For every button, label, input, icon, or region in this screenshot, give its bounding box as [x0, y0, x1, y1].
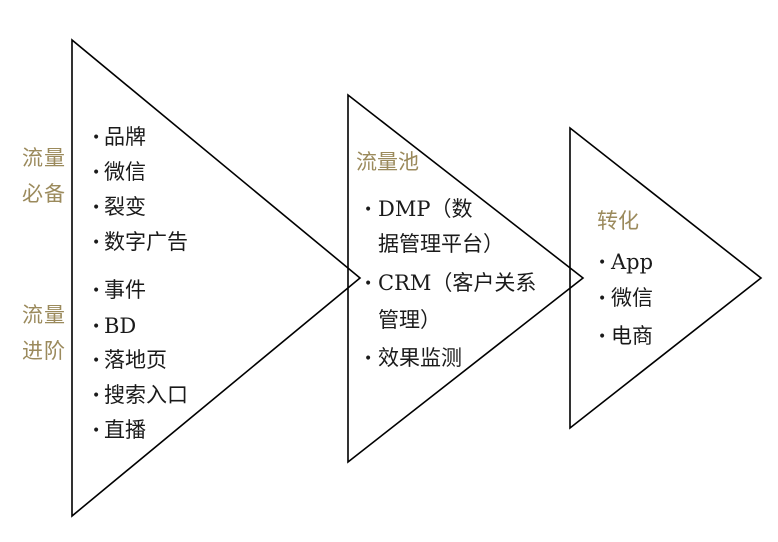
triangle-traffic-sources [71, 38, 362, 518]
list-item: 品牌 [104, 125, 146, 149]
bullet-icon: • [364, 276, 373, 292]
bullet-icon: • [92, 423, 101, 439]
list-item-continuation: 管理） [378, 308, 441, 332]
bullet-icon: • [92, 353, 101, 369]
list-item: 数字广告 [104, 230, 188, 254]
list-item: 电商 [611, 324, 653, 348]
list-item: DMP（数 [378, 197, 473, 221]
bullet-icon: • [598, 291, 607, 307]
bullet-icon: • [92, 388, 101, 404]
bullet-icon: • [364, 351, 373, 367]
bullet-icon: • [92, 319, 101, 335]
list-item: App [611, 250, 654, 274]
label-traffic-required-line1: 流量 [22, 146, 66, 170]
bullet-icon: • [364, 202, 373, 218]
label-traffic-advanced-line2: 进阶 [22, 339, 66, 363]
label-traffic-required-line2: 必备 [22, 182, 66, 206]
list-item: CRM（客户关系 [378, 271, 537, 295]
list-item: 落地页 [104, 348, 167, 372]
label-traffic-advanced-line1: 流量 [22, 303, 66, 327]
list-item: 效果监测 [378, 346, 462, 370]
list-item: 直播 [104, 418, 146, 442]
bullet-icon: • [92, 130, 101, 146]
bullet-icon: • [598, 255, 607, 271]
triangle-conversion [569, 126, 763, 430]
list-item: 微信 [104, 160, 146, 184]
bullet-icon: • [92, 283, 101, 299]
stage2-heading: 流量池 [356, 150, 419, 174]
bullet-icon: • [92, 165, 101, 181]
list-item: BD [104, 314, 137, 338]
list-item: 裂变 [104, 195, 146, 219]
list-item: 事件 [104, 278, 146, 302]
bullet-icon: • [92, 200, 101, 216]
bullet-icon: • [598, 329, 607, 345]
list-item: 微信 [611, 286, 653, 310]
bullet-icon: • [92, 235, 101, 251]
stage3-heading: 转化 [597, 209, 639, 233]
list-item-continuation: 据管理平台） [378, 232, 504, 256]
list-item: 搜索入口 [104, 383, 188, 407]
triangle-traffic-pool [347, 93, 585, 464]
